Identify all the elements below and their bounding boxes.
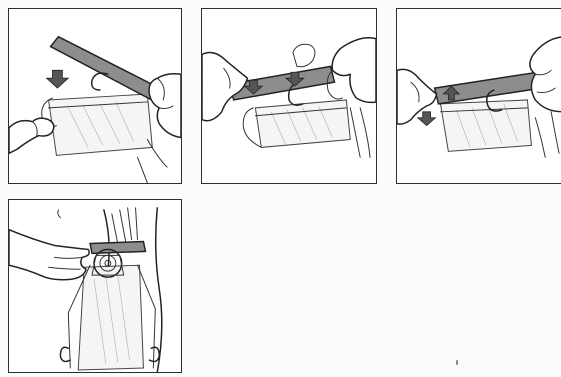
down-arrow-icon xyxy=(418,112,436,126)
step-2-illustration xyxy=(202,9,376,183)
pouch-body xyxy=(255,100,350,147)
left-hand xyxy=(9,230,89,280)
upper-hand-fingers xyxy=(112,208,138,244)
step-3-panel xyxy=(396,8,561,184)
step-4-illustration xyxy=(9,200,181,372)
pouch-body xyxy=(440,100,531,151)
step-3-illustration xyxy=(397,9,561,183)
down-arrow-icon xyxy=(47,70,69,88)
step-1-panel xyxy=(8,8,182,184)
pouch-body xyxy=(78,265,143,370)
right-hand xyxy=(149,74,181,138)
bag-hook-left xyxy=(60,347,70,361)
scan-speck xyxy=(456,360,458,365)
closure-bar xyxy=(90,242,145,254)
step-1-illustration xyxy=(9,9,181,183)
left-hand xyxy=(9,118,54,153)
step-4-panel xyxy=(8,199,182,373)
step-2-panel xyxy=(201,8,377,184)
pouch-body xyxy=(49,94,153,155)
right-hand xyxy=(332,38,376,103)
left-hand xyxy=(202,53,247,121)
